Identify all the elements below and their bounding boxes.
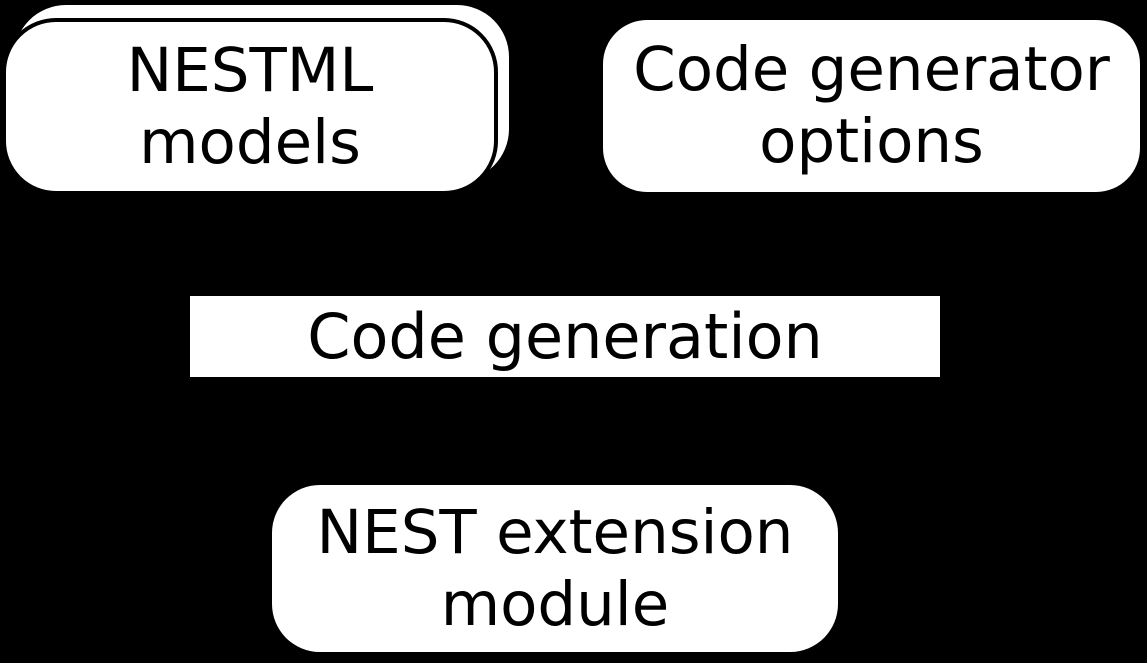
- node-nest-extension-module-label: NEST extension module: [316, 496, 794, 640]
- node-code-generator-options-label: Code generator options: [633, 34, 1110, 177]
- node-code-generation: Code generation: [190, 296, 940, 377]
- node-code-generator-options: Code generator options: [603, 20, 1140, 192]
- node-nestml-models: NESTML models: [2, 18, 498, 195]
- node-code-generation-label: Code generation: [307, 299, 823, 373]
- node-nestml-models-label: NESTML models: [126, 34, 374, 178]
- node-nest-extension-module: NEST extension module: [272, 485, 838, 652]
